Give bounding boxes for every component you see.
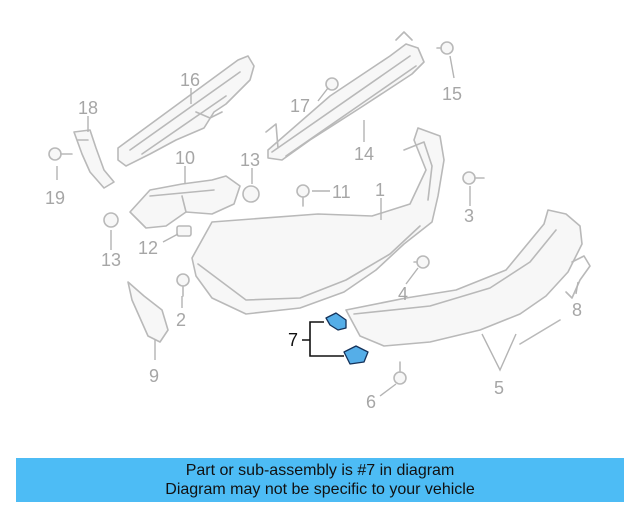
callout-12: 12: [138, 238, 158, 258]
banner-line-1: Part or sub-assembly is #7 in diagram: [185, 462, 455, 479]
callout-16: 16: [180, 70, 200, 90]
leader-lines: [56, 55, 579, 397]
banner-line-2: Diagram may not be specific to your vehi…: [165, 481, 475, 498]
callout-2: 2: [176, 310, 186, 330]
part-9-panel: [127, 281, 169, 343]
callout-9: 9: [149, 366, 159, 386]
callout-15: 15: [442, 84, 462, 104]
fasteners: [48, 41, 485, 385]
callout-19: 19: [45, 188, 65, 208]
callout-14: 14: [354, 144, 374, 164]
part-5-lower-cover: [345, 209, 583, 347]
callout-11: 11: [332, 182, 351, 202]
part-10-bracket: [129, 175, 241, 229]
callout-3: 3: [464, 206, 474, 226]
callout-13-upper: 13: [240, 150, 260, 170]
part-18-bracket: [73, 129, 115, 189]
parts-diagram: 16 18 19 10 13 11 1 12 13 2 9 17 15 14 3…: [45, 31, 591, 412]
callout-7[interactable]: 7: [288, 330, 298, 350]
callout-6: 6: [366, 392, 376, 412]
callout-5: 5: [494, 378, 504, 398]
part-1-bumper-cover: [191, 127, 445, 315]
callout-1: 1: [375, 180, 385, 200]
callout-13-lower: 13: [101, 250, 121, 270]
callout-8: 8: [572, 300, 582, 320]
part-8-clip: [565, 255, 591, 299]
callout-4: 4: [398, 284, 408, 304]
part-7-highlight[interactable]: [302, 312, 369, 365]
callout-10: 10: [175, 148, 195, 168]
callout-18: 18: [78, 98, 98, 118]
callout-17: 17: [290, 96, 310, 116]
part-14-beam: [265, 31, 425, 161]
callout-numbers: 16 18 19 10 13 11 1 12 13 2 9 17 15 14 3…: [45, 70, 582, 412]
info-banner: Part or sub-assembly is #7 in diagram Di…: [16, 458, 624, 502]
part-16-bracket: [117, 55, 255, 167]
